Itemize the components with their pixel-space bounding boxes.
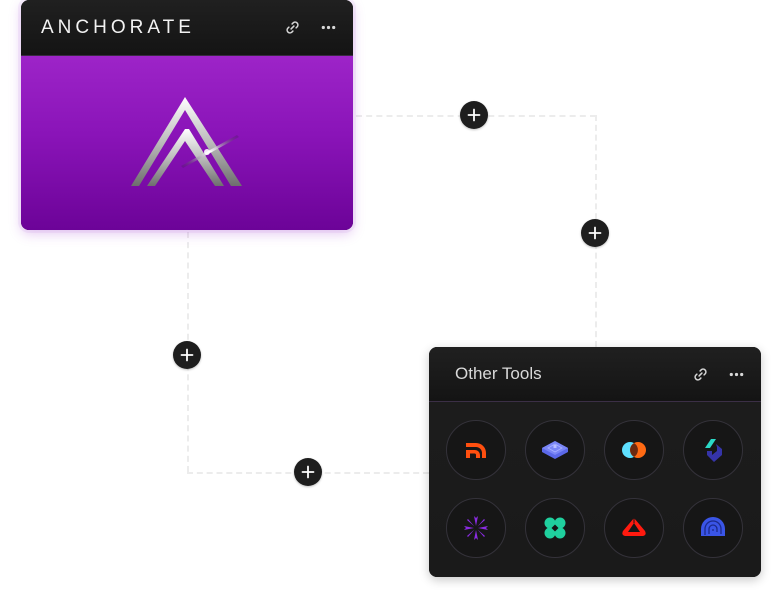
card-title: Other Tools [455, 364, 542, 383]
tool-button[interactable] [525, 420, 585, 480]
header-actions [283, 19, 337, 37]
add-step-button[interactable] [173, 341, 201, 369]
tool-button[interactable] [604, 498, 664, 558]
plus-icon [467, 108, 481, 122]
plus-icon [588, 226, 602, 240]
anchorate-card[interactable]: ANCHORATE [21, 0, 353, 230]
link-icon[interactable] [691, 365, 709, 383]
card-header: Other Tools [429, 347, 761, 402]
add-step-button[interactable] [460, 101, 488, 129]
card-header: ANCHORATE [21, 0, 353, 56]
tool-button[interactable] [525, 498, 585, 558]
link-icon[interactable] [283, 19, 301, 37]
tools-grid [446, 420, 761, 558]
purple-starburst-logo-icon [464, 516, 488, 540]
add-step-button[interactable] [581, 219, 609, 247]
blue-spiral-logo-icon [701, 517, 725, 536]
tool-button[interactable] [604, 420, 664, 480]
overlapping-circles-logo-icon [622, 442, 646, 458]
red-triangle-logo-icon [622, 518, 646, 536]
tool-button[interactable] [446, 420, 506, 480]
card-title: ANCHORATE [41, 16, 195, 38]
tool-button[interactable] [446, 498, 506, 558]
tool-button[interactable] [683, 420, 743, 480]
plus-icon [301, 465, 315, 479]
blue-stacked-layers-logo-icon [542, 441, 568, 459]
anchorate-logo-panel [21, 56, 353, 230]
teal-indigo-chevron-logo-icon [705, 439, 722, 462]
more-horizontal-icon[interactable] [319, 19, 337, 37]
plus-icon [180, 348, 194, 362]
anchorate-logo-icon [131, 97, 242, 186]
add-step-button[interactable] [294, 458, 322, 486]
tools-grid-panel [429, 402, 761, 577]
more-horizontal-icon[interactable] [727, 365, 745, 383]
other-tools-card[interactable]: Other Tools [429, 347, 761, 577]
orange-arches-logo-icon [466, 443, 486, 458]
green-clover-logo-icon [544, 517, 566, 539]
header-actions [691, 365, 745, 383]
tool-button[interactable] [683, 498, 743, 558]
